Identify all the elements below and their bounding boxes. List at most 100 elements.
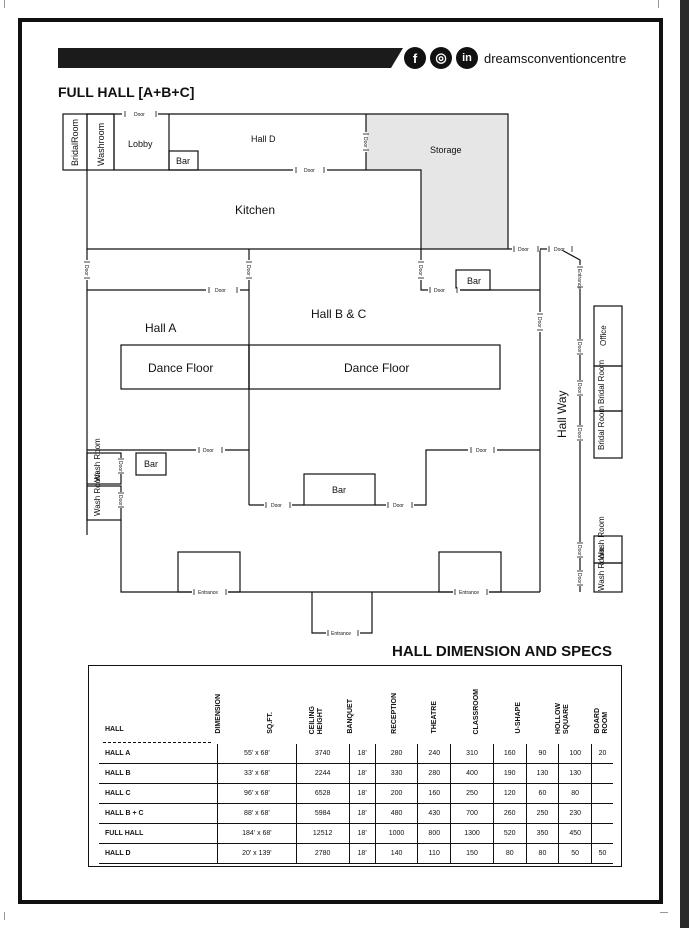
table-cell: 12512 xyxy=(295,823,350,844)
table-cell: 230 xyxy=(558,803,592,824)
table-cell: 160 xyxy=(417,783,451,804)
table-cell: 33' x 68' xyxy=(217,763,297,784)
table-cell: 60 xyxy=(525,783,559,804)
table-cell: 20' x 139' xyxy=(217,843,297,864)
entrance-label: Entrance xyxy=(198,590,218,596)
door-label: Door xyxy=(117,495,123,506)
room-label-office: Office xyxy=(599,325,608,346)
room-label-hall-d: Hall D xyxy=(251,134,276,144)
room-label-wash-room: Wash Room xyxy=(597,547,606,591)
room-label-bar: Bar xyxy=(144,459,158,469)
table-cell: 2780 xyxy=(295,843,350,864)
door-label: Door xyxy=(576,342,582,353)
room-label-bridalroom: BridalRoom xyxy=(70,119,80,166)
table-cell: 18' xyxy=(348,803,376,824)
hall-column-header: HALL xyxy=(105,726,124,733)
table-cell: 190 xyxy=(492,763,527,784)
table-cell: 160 xyxy=(492,744,527,764)
table-cell: 150 xyxy=(450,843,494,864)
hall-name: HALL B xyxy=(99,763,218,784)
door-label: Door xyxy=(393,503,404,509)
column-header: HOLLOW SQUARE xyxy=(555,702,570,734)
table-cell: 700 xyxy=(450,803,494,824)
floor-plan: Door Door Door Door Door Door Door Door … xyxy=(62,111,623,637)
column-header: BANQUET xyxy=(347,699,354,734)
table-cell: 480 xyxy=(374,803,418,824)
entrance-label: Entrance xyxy=(331,631,351,637)
table-row: HALL C 96' x 68' 6528 18' 200 160 250 12… xyxy=(99,783,613,804)
table-cell: 140 xyxy=(374,843,418,864)
table-cell: 55' x 68' xyxy=(217,744,297,764)
door-label: Door xyxy=(554,247,565,253)
room-label-lobby: Lobby xyxy=(128,139,153,149)
table-cell: 18' xyxy=(348,783,376,804)
table-cell: 88' x 68' xyxy=(217,803,297,824)
table-cell xyxy=(591,803,613,824)
hall-name: HALL A xyxy=(99,744,218,764)
table-cell xyxy=(591,763,613,784)
room-label-wash-room: Wash Room xyxy=(597,516,606,560)
table-cell: 260 xyxy=(492,803,527,824)
crop-mark xyxy=(658,0,659,8)
door-label: Door xyxy=(576,573,582,584)
door-label: Door xyxy=(536,317,542,328)
table-row: HALL A 55' x 68' 3740 18' 280 240 310 16… xyxy=(99,744,613,764)
door-label: Door xyxy=(203,448,214,454)
table-cell: 96' x 68' xyxy=(217,783,297,804)
room-label-bridal-room: Bridal Room xyxy=(597,406,606,450)
table-cell: 280 xyxy=(374,744,418,764)
column-header: SQ.FT. xyxy=(267,712,274,734)
hall-name: HALL C xyxy=(99,783,218,804)
specs-title: HALL DIMENSION AND SPECS xyxy=(392,643,613,660)
column-header: CLASSROOM xyxy=(473,688,480,735)
door-label: Door xyxy=(83,265,89,276)
table-cell xyxy=(591,823,613,844)
table-cell: 18' xyxy=(348,744,376,764)
table-cell: 330 xyxy=(374,763,418,784)
table-cell: 80 xyxy=(492,843,527,864)
specs-table-box: HALL DIMENSION SQ.FT. CEILING HEIGHT BAN… xyxy=(88,665,622,867)
table-cell: 110 xyxy=(417,843,451,864)
table-cell: 1300 xyxy=(450,823,494,844)
door-label: Door xyxy=(245,265,251,276)
room-label-hall-a: Hall A xyxy=(145,321,176,335)
entrance-label: Entrance xyxy=(459,590,479,596)
door-label: Door xyxy=(576,428,582,439)
column-header: THEATRE xyxy=(431,701,438,734)
door-label: Door xyxy=(215,288,226,294)
crop-mark xyxy=(4,0,5,8)
table-cell: 184' x 68' xyxy=(217,823,297,844)
table-cell: 120 xyxy=(492,783,527,804)
facebook-icon[interactable]: f xyxy=(404,47,426,69)
table-cell: 130 xyxy=(558,763,592,784)
door-label: Door xyxy=(576,383,582,394)
door-label: Door xyxy=(518,247,529,253)
table-cell: 200 xyxy=(374,783,418,804)
room-label-washroom: Washroom xyxy=(96,123,106,166)
column-header: CEILING HEIGHT xyxy=(309,705,324,734)
room-label-wash-room: Wash Room xyxy=(93,438,102,482)
linkedin-icon[interactable]: in xyxy=(456,47,478,69)
door-label: Door xyxy=(362,137,368,148)
door-label: Door xyxy=(576,545,582,556)
table-row: FULL HALL 184' x 68' 12512 18' 1000 800 … xyxy=(99,823,613,844)
room-label-bar: Bar xyxy=(176,156,190,166)
table-cell: 90 xyxy=(525,744,559,764)
table-cell xyxy=(591,783,613,804)
website-label: dreamsconventioncentre xyxy=(484,51,627,66)
table-cell: 3740 xyxy=(295,744,350,764)
table-cell: 310 xyxy=(450,744,494,764)
table-cell: 18' xyxy=(348,823,376,844)
table-cell: 6528 xyxy=(295,783,350,804)
table-cell: 350 xyxy=(525,823,559,844)
table-cell: 50 xyxy=(558,843,592,864)
table-cell: 1000 xyxy=(374,823,418,844)
table-cell: 5984 xyxy=(295,803,350,824)
table-cell: 450 xyxy=(558,823,592,844)
crop-mark xyxy=(4,912,5,920)
table-cell: 18' xyxy=(348,763,376,784)
table-cell: 18' xyxy=(348,843,376,864)
instagram-icon[interactable]: ◎ xyxy=(430,47,452,69)
specs-table: HALL A 55' x 68' 3740 18' 280 240 310 16… xyxy=(99,744,613,864)
table-row: HALL B 33' x 68' 2244 18' 330 280 400 19… xyxy=(99,763,613,784)
